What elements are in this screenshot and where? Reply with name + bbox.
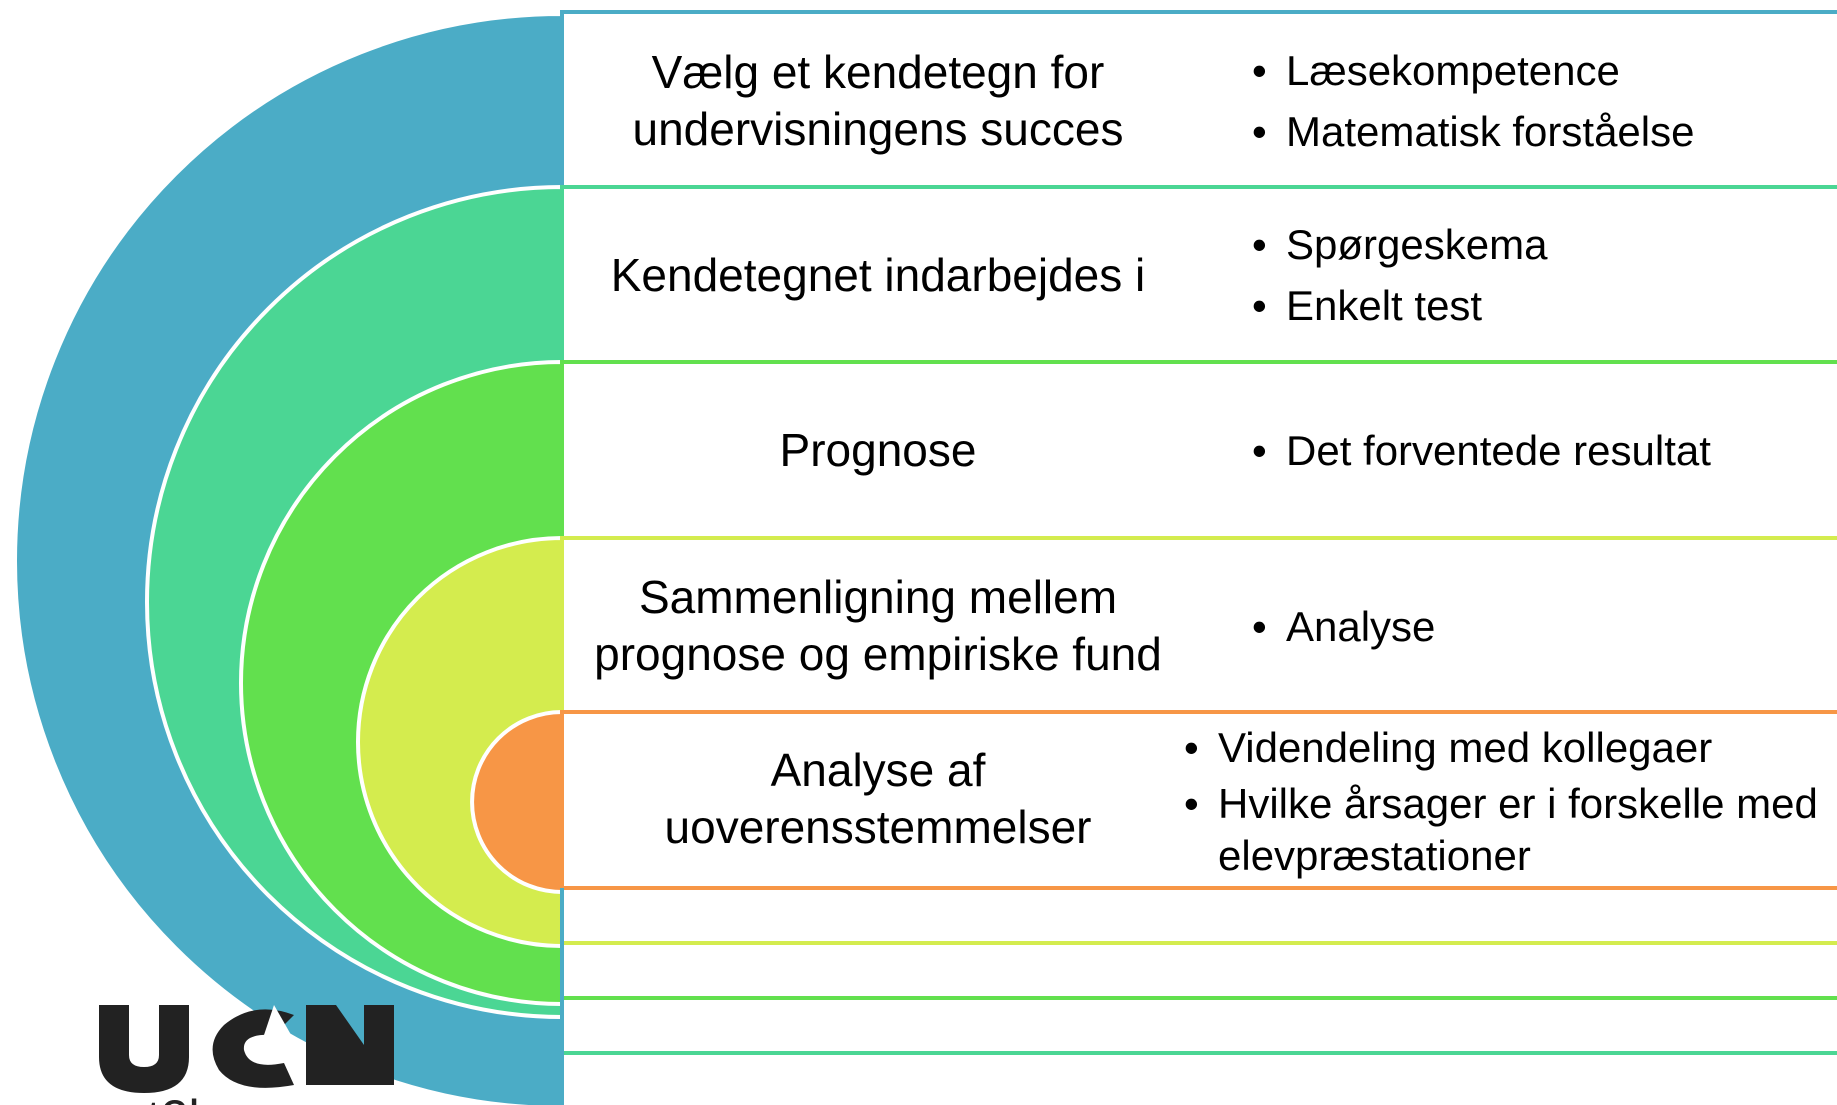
- bullet-item: Spørgeskema: [1252, 214, 1547, 275]
- arc-step-5: [470, 709, 564, 895]
- ucn-logo-icon: act2learn: [94, 1005, 394, 1105]
- step-3-title: Prognose: [779, 423, 977, 476]
- bullet-item: Enkelt test: [1252, 275, 1547, 336]
- row-box-4: [560, 536, 1837, 714]
- step-4-bullets: Analyse: [1252, 541, 1435, 711]
- bullet-item: Analyse: [1252, 596, 1435, 657]
- bullet-item: Læsekompetence: [1252, 40, 1694, 101]
- row-box-2: [560, 185, 1837, 364]
- bullet-item: Videndeling med kollegaer: [1184, 717, 1834, 778]
- step-2-title: Kendetegnet indarbejdes i: [610, 248, 1146, 301]
- logo-text: act2learn: [94, 1090, 300, 1105]
- bullet-item: Matematisk forståelse: [1252, 101, 1694, 162]
- bullet-item: Det forventede resultat: [1252, 420, 1711, 481]
- step-5-title: Analyse af uoverensstemmelser: [664, 744, 1092, 853]
- step-4-title: Sammenligning mellem prognose og empiris…: [594, 571, 1162, 680]
- bullet-item: Hvilke årsager er i forskelle med elevpr…: [1184, 778, 1834, 882]
- step-2-bullets: Spørgeskema Enkelt test: [1252, 190, 1547, 360]
- step-1-bullets: Læsekompetence Matematisk forståelse: [1252, 16, 1694, 186]
- step-5-bullets: Videndeling med kollegaer Hvilke årsager…: [1184, 712, 1834, 886]
- step-1-title: Vælg et kendetegn for undervisningens su…: [632, 46, 1124, 155]
- step-3-bullets: Det forventede resultat: [1252, 365, 1711, 535]
